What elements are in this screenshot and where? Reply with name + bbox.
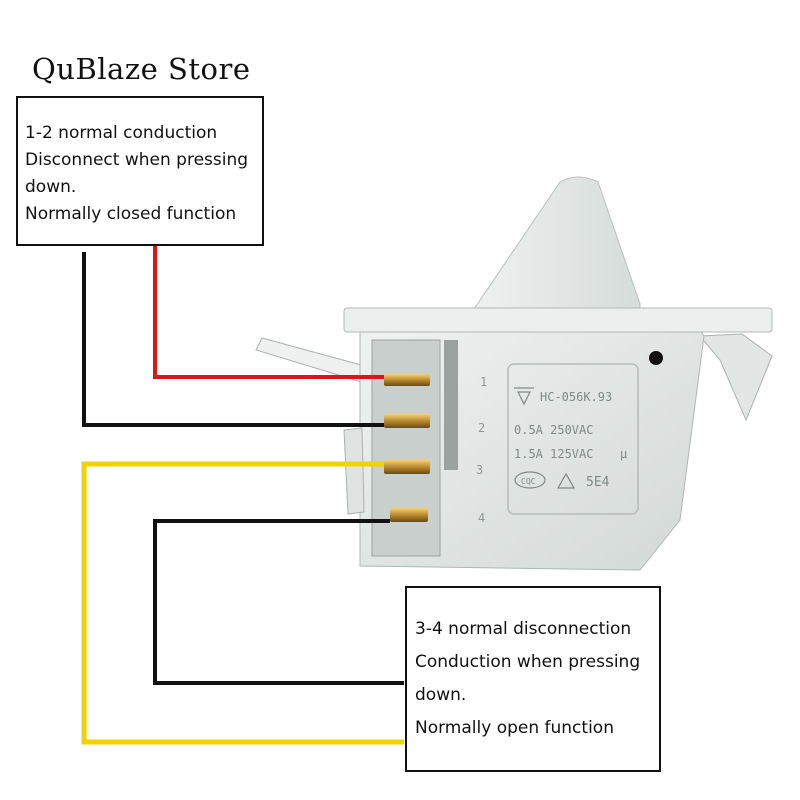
maker-logo-icon (514, 387, 534, 406)
mounting-hole (649, 351, 663, 365)
note-line: 3-4 normal disconnection (415, 619, 632, 639)
note-line: 1-2 normal conduction (25, 123, 218, 143)
normally-open-note: 3-4 normal disconnection Conduction when… (405, 586, 661, 772)
wire-black-top (82, 252, 384, 427)
cqc-badge-text: CQC (521, 477, 536, 486)
wire-red (153, 244, 384, 379)
switch-flange (698, 333, 773, 422)
switch-top-plate (343, 307, 773, 333)
terminal-number-4: 4 (478, 511, 485, 525)
terminal-divider (444, 340, 458, 470)
terminal-tab-2 (384, 414, 430, 428)
switch-code: 5E4 (586, 475, 610, 490)
wire-black-bottom (153, 519, 404, 685)
note-line: Conduction when pressing (415, 652, 641, 672)
warning-triangle-icon (556, 472, 576, 489)
switch-model: HC-056K.93 (540, 390, 612, 404)
note-line: down. (25, 177, 77, 197)
switch-rating-2: 1.5A 125VAC (514, 447, 593, 461)
wire-yellow (81, 461, 404, 745)
switch-rocker (467, 176, 641, 319)
terminal-number-3: 3 (476, 463, 483, 477)
terminal-number-1: 1 (480, 375, 487, 389)
switch-rating-suffix: μ (620, 447, 627, 461)
terminal-recess (371, 339, 441, 557)
note-line: Disconnect when pressing (25, 150, 249, 170)
terminal-tab-1 (384, 374, 430, 386)
note-line: Normally open function (415, 718, 614, 738)
label-panel (507, 363, 639, 515)
cqc-badge-icon (514, 471, 546, 489)
normally-closed-note: 1-2 normal conduction Disconnect when pr… (16, 96, 264, 246)
note-line: Normally closed function (25, 204, 237, 224)
terminal-tab-4 (390, 508, 428, 522)
store-title: QuBlaze Store (32, 52, 251, 86)
terminal-number-2: 2 (478, 421, 485, 435)
switch-rating-1: 0.5A 250VAC (514, 423, 593, 437)
terminal-tab-3 (384, 460, 430, 474)
note-line: down. (415, 685, 467, 705)
switch-side-clip (343, 427, 365, 515)
